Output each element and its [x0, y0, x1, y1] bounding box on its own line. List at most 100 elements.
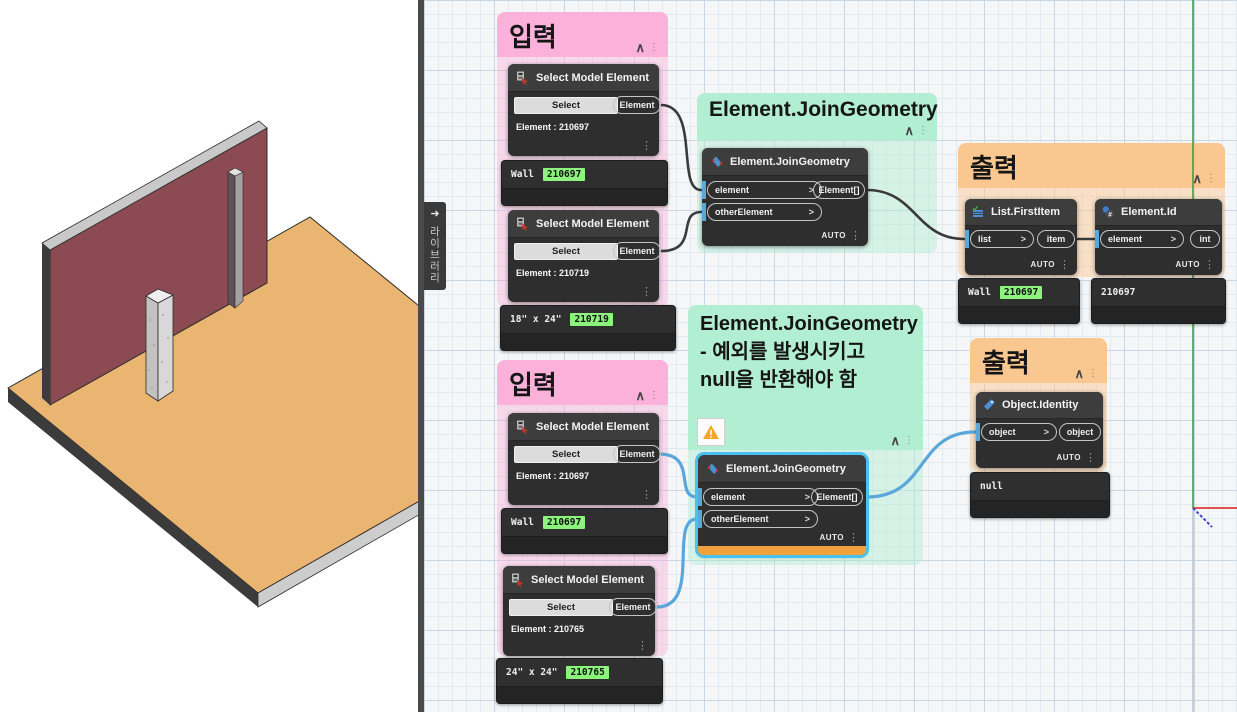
- input-port-object[interactable]: object>: [981, 423, 1057, 441]
- element-id-node[interactable]: # Element.Id element> int AUTO ⋮: [1095, 199, 1222, 275]
- kebab-icon[interactable]: ⋮: [850, 230, 861, 242]
- node-header[interactable]: Select Model Element: [508, 64, 659, 92]
- lacing-label[interactable]: AUTO: [1056, 453, 1081, 462]
- group-menu-icon[interactable]: ⋮: [649, 41, 659, 53]
- node-header[interactable]: Select Model Element: [508, 210, 659, 238]
- select-model-element-node-1[interactable]: Select Model Element Select Element Elem…: [508, 64, 661, 156]
- watch-bubble-output-id[interactable]: 210697: [1091, 278, 1226, 324]
- input-port-element[interactable]: element>: [703, 488, 818, 506]
- node-header[interactable]: Object.Identity: [976, 392, 1103, 419]
- group-header[interactable]: 출력 ∧⋮: [958, 143, 1225, 188]
- kebab-icon[interactable]: ⋮: [637, 640, 648, 652]
- kebab-icon[interactable]: ⋮: [641, 286, 652, 298]
- output-port-element[interactable]: Element: [609, 598, 657, 616]
- select-button[interactable]: Select: [514, 243, 618, 260]
- element-joingeometry-node-2[interactable]: Element.JoinGeometry element> otherEleme…: [695, 452, 869, 558]
- svg-text:#: #: [1108, 211, 1112, 218]
- warning-popup[interactable]: [697, 418, 725, 446]
- input-port-element[interactable]: element>: [1100, 230, 1184, 248]
- watch-id-badge: 210765: [566, 666, 609, 679]
- input-port-otherelement[interactable]: otherElement>: [707, 203, 822, 221]
- input-port-list[interactable]: list>: [970, 230, 1034, 248]
- lacing-label[interactable]: AUTO: [821, 231, 846, 240]
- input-port-marker: [976, 423, 980, 441]
- port-chevron-icon: >: [1043, 427, 1049, 437]
- node-header[interactable]: # Element.Id: [1095, 199, 1222, 226]
- output-port-element[interactable]: Element: [613, 96, 661, 114]
- panel-divider[interactable]: [418, 0, 424, 712]
- output-port-element[interactable]: Element: [613, 242, 661, 260]
- group-header[interactable]: 입력 ∧⋮: [497, 360, 668, 405]
- collapse-chevron-icon[interactable]: ∧: [890, 433, 900, 448]
- input-port-marker: [1095, 230, 1099, 248]
- collapse-chevron-icon[interactable]: ∧: [1192, 171, 1202, 186]
- lacing-label[interactable]: AUTO: [1175, 260, 1200, 269]
- watch-bubble-null[interactable]: null: [970, 472, 1110, 518]
- group-header[interactable]: Element.JoinGeometry - 예외를 발생시키고 null을 반…: [688, 305, 923, 450]
- node-title: Element.Id: [1121, 206, 1177, 218]
- kebab-icon[interactable]: ⋮: [1059, 259, 1070, 271]
- group-title-line3: null을 반환해야 함: [700, 369, 858, 391]
- group-header[interactable]: 출력 ∧⋮: [970, 338, 1107, 383]
- list-firstitem-icon: [972, 206, 983, 217]
- select-model-element-node-4[interactable]: Select Model Element Select Element Elem…: [503, 566, 657, 656]
- group-menu-icon[interactable]: ⋮: [1088, 367, 1098, 379]
- kebab-icon[interactable]: ⋮: [641, 140, 652, 152]
- 3d-model-viewport[interactable]: [0, 0, 418, 712]
- group-title-line2: - 예외를 발생시키고: [700, 341, 865, 363]
- select-model-element-node-3[interactable]: Select Model Element Select Element Elem…: [508, 413, 661, 505]
- output-port-element-array[interactable]: Element[]: [813, 181, 865, 199]
- list-firstitem-node[interactable]: List.FirstItem list> item AUTO ⋮: [965, 199, 1077, 275]
- watch-footer: [1092, 307, 1225, 323]
- group-header[interactable]: 입력 ∧ ⋮: [497, 12, 668, 57]
- collapse-chevron-icon[interactable]: ∧: [904, 123, 914, 138]
- input-port-otherelement[interactable]: otherElement>: [703, 510, 818, 528]
- group-title: 입력: [509, 22, 557, 52]
- node-header[interactable]: Element.JoinGeometry: [698, 455, 866, 483]
- object-identity-node[interactable]: Object.Identity object> object AUTO ⋮: [976, 392, 1103, 468]
- node-header[interactable]: Element.JoinGeometry: [702, 148, 868, 176]
- node-header[interactable]: Select Model Element: [503, 566, 655, 594]
- kebab-icon[interactable]: ⋮: [1204, 259, 1215, 271]
- lacing-label[interactable]: AUTO: [819, 533, 844, 542]
- port-chevron-icon: >: [804, 492, 810, 502]
- select-button[interactable]: Select: [514, 446, 618, 463]
- element-joingeometry-node-1[interactable]: Element.JoinGeometry element> otherEleme…: [702, 148, 868, 246]
- node-header[interactable]: Select Model Element: [508, 413, 659, 441]
- node-header[interactable]: List.FirstItem: [965, 199, 1077, 226]
- lacing-label[interactable]: AUTO: [1030, 260, 1055, 269]
- collapse-chevron-icon[interactable]: ∧: [1074, 366, 1084, 381]
- select-element-icon: [512, 573, 523, 587]
- kebab-icon[interactable]: ⋮: [1085, 452, 1096, 464]
- element-id-icon: #: [1102, 206, 1114, 218]
- node-title: Element.JoinGeometry: [726, 462, 846, 475]
- select-button[interactable]: Select: [509, 599, 613, 616]
- output-port-item[interactable]: item: [1037, 230, 1075, 248]
- output-port-int[interactable]: int: [1190, 230, 1220, 248]
- select-model-element-node-2[interactable]: Select Model Element Select Element Elem…: [508, 210, 661, 302]
- output-port-element[interactable]: Element: [613, 445, 661, 463]
- watch-bubble-column-bottom[interactable]: 24" x 24"210765: [496, 658, 663, 704]
- group-header[interactable]: Element.JoinGeometry ∧⋮: [697, 93, 938, 140]
- group-menu-icon[interactable]: ⋮: [1206, 172, 1216, 184]
- input-port-element[interactable]: element>: [707, 181, 822, 199]
- select-element-icon: [517, 71, 528, 85]
- watch-id-badge: 210697: [542, 516, 586, 529]
- watch-bubble-column-top[interactable]: 18" x 24"210719: [500, 305, 676, 351]
- kebab-icon[interactable]: ⋮: [641, 489, 652, 501]
- input-port-marker: [702, 203, 706, 221]
- group-menu-icon[interactable]: ⋮: [918, 124, 928, 136]
- kebab-icon[interactable]: ⋮: [848, 532, 859, 544]
- join-geometry-icon: [711, 156, 723, 167]
- library-tab[interactable]: ➜ 라이브러리: [424, 202, 446, 290]
- select-button[interactable]: Select: [514, 97, 618, 114]
- collapse-chevron-icon[interactable]: ∧: [635, 40, 645, 55]
- group-menu-icon[interactable]: ⋮: [649, 389, 659, 401]
- group-menu-icon[interactable]: ⋮: [904, 434, 914, 446]
- output-port-object[interactable]: object: [1059, 423, 1101, 441]
- collapse-chevron-icon[interactable]: ∧: [635, 388, 645, 403]
- output-port-element-array[interactable]: Element[]: [811, 488, 863, 506]
